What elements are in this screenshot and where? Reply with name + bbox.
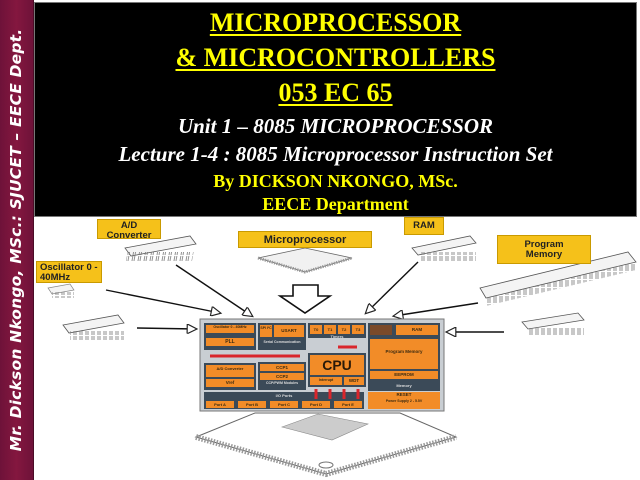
unit-title: Unit 1 – 8085 MICROPROCESSOR (177, 114, 494, 138)
oscillator-chip (47, 283, 75, 298)
author-line: By DICKSON NKONGO, MSc. (213, 171, 458, 191)
label-oscillator: Oscillator 0 - 40MHz (36, 261, 102, 283)
dip-chip-right (521, 312, 585, 336)
lecture-title: Lecture 1-4 : 8085 Microprocessor Instru… (118, 142, 553, 166)
title-line-1: MICROPROCESSOR (209, 8, 462, 37)
dip-chip-left (62, 314, 125, 340)
sidebar-author-text: Mr. Dickson Nkongo, MSc.: SJUCET – EECE … (7, 28, 25, 452)
arrow-ram (366, 261, 419, 313)
label-microprocessor: Microprocessor (238, 231, 372, 248)
title-line-2: & MICROCONTROLLERS (175, 43, 496, 72)
label-ad-converter: A/D Converter (97, 219, 161, 241)
arrow-left-chip (136, 328, 196, 329)
arrow-ad (175, 264, 252, 316)
author-sidebar: Mr. Dickson Nkongo, MSc.: SJUCET – EECE … (0, 0, 34, 480)
label-ram: RAM (404, 217, 444, 235)
microprocessor-chip (257, 247, 353, 274)
chip-block-diagram (199, 318, 445, 412)
ad-converter-chip (124, 235, 197, 261)
microcontroller-diagram (47, 235, 637, 478)
qfp-chip-bottom (194, 412, 458, 478)
course-code: 053 EC 65 (278, 78, 393, 107)
department-line: EECE Department (262, 194, 409, 214)
program-memory-chip (479, 251, 637, 306)
title-banner: MICROPROCESSOR & MICROCONTROLLERS 053 EC… (34, 2, 637, 217)
arrow-osc (105, 289, 220, 313)
arrow-program-memory (394, 302, 479, 316)
down-arrow (277, 284, 333, 314)
ram-chip (411, 235, 477, 261)
label-program-memory: Program Memory (497, 235, 591, 264)
